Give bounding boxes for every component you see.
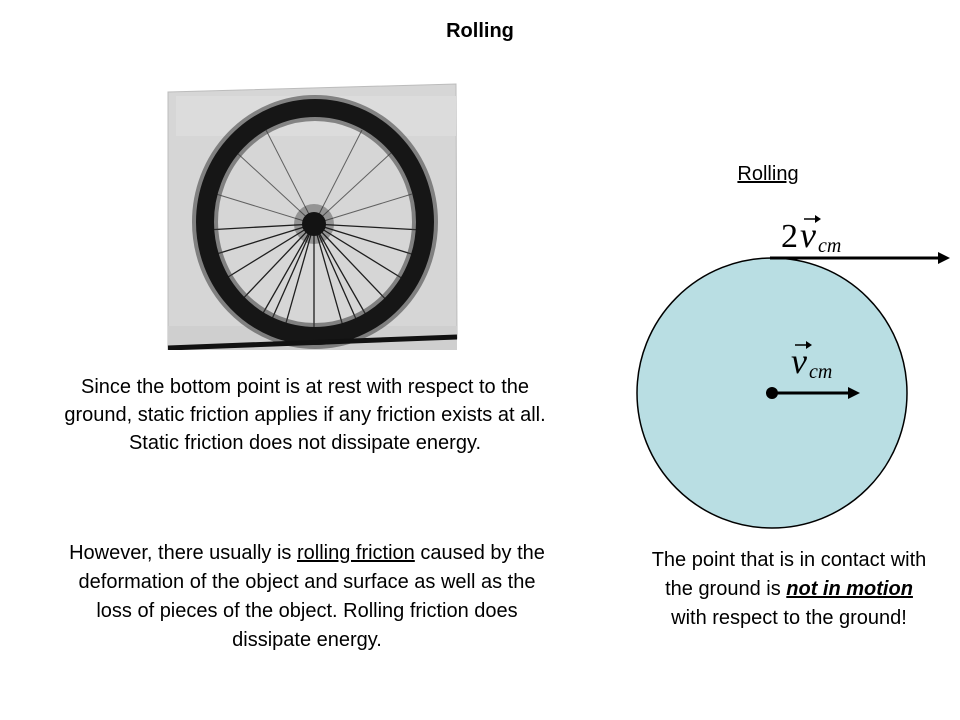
top-velocity-label: 2 v cm — [781, 215, 841, 257]
rolling-wheel-photo — [166, 82, 462, 350]
contact-point-caption: The point that is in contact with the gr… — [646, 546, 932, 633]
velocity-coefficient: 2 — [781, 218, 798, 255]
rolling-velocity-diagram: 2 v cm v cm — [620, 210, 960, 540]
rolling-friction-term: rolling friction — [297, 542, 415, 564]
rolling-friction-text-before: However, there usually is — [69, 542, 297, 564]
rolling-friction-paragraph: However, there usually is rolling fricti… — [58, 539, 556, 655]
caption-emphasis: not in motion — [786, 578, 913, 600]
slide-title: Rolling — [0, 20, 960, 43]
static-friction-paragraph: Since the bottom point is at rest with r… — [60, 373, 550, 457]
diagram-heading: Rolling — [700, 163, 836, 186]
velocity-subscript: cm — [809, 361, 832, 383]
caption-text-after: with respect to the ground! — [671, 607, 907, 629]
top-arrowhead-icon — [938, 252, 950, 264]
velocity-symbol: v — [800, 215, 816, 255]
vector-arrow-icon — [815, 215, 821, 223]
velocity-symbol: v — [791, 341, 807, 381]
velocity-subscript: cm — [818, 235, 841, 257]
